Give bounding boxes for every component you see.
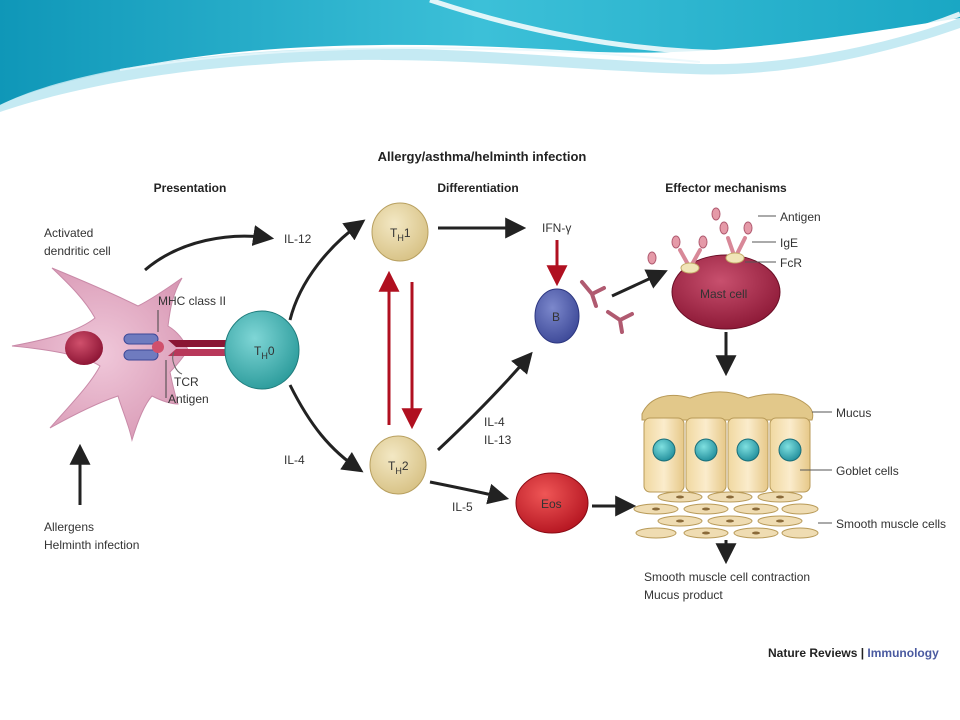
header-effector: Effector mechanisms — [665, 181, 787, 195]
antibody-icons — [580, 280, 634, 334]
eos-label: Eos — [541, 497, 562, 511]
th0-to-th1-arrow — [288, 219, 366, 321]
label-il12: IL-12 — [284, 232, 312, 246]
mucus-layer — [641, 391, 814, 421]
th2-num: 2 — [402, 459, 409, 473]
footer-separator: | — [857, 646, 867, 660]
dendritic-nucleus — [65, 331, 103, 365]
tcr — [168, 340, 230, 375]
dendritic-cell — [11, 267, 189, 442]
svg-text:TH2: TH2 — [388, 459, 409, 476]
header-banner — [0, 0, 960, 112]
footer-credit: Nature Reviews | Immunology — [768, 646, 939, 660]
label-mucus: Mucus — [836, 406, 871, 420]
label-smooth-muscle: Smooth muscle cells — [836, 517, 946, 531]
label-fcr: FcR — [780, 256, 802, 270]
th2-to-eos-arrow — [429, 480, 510, 505]
goblet-nucleus — [652, 438, 676, 462]
header-differentiation: Differentiation — [437, 181, 518, 195]
goblet-nucleus — [778, 438, 802, 462]
label-ifn: IFN-γ — [542, 221, 571, 235]
label-antigen-right: Antigen — [780, 210, 821, 224]
th2-cell: TH2 — [369, 435, 427, 495]
th2-label: T — [388, 459, 396, 473]
th0-to-th2-arrow — [288, 384, 364, 473]
footer-journal: Nature Reviews — [768, 646, 858, 660]
goblet-nucleus — [694, 438, 718, 462]
header-presentation: Presentation — [154, 181, 227, 195]
label-activated: Activated — [44, 226, 93, 240]
label-dendritic-cell: dendritic cell — [44, 244, 111, 258]
footer-section: Immunology — [867, 646, 939, 660]
goblet-nucleus — [736, 438, 760, 462]
mast-cell-label: Mast cell — [700, 287, 747, 301]
epithelium — [633, 391, 819, 539]
label-il13: IL-13 — [484, 433, 512, 447]
th2-to-b-arrow — [436, 351, 533, 452]
mhc-class-ii — [123, 333, 164, 361]
label-goblet: Goblet cells — [836, 464, 899, 478]
th2-sub: H — [395, 466, 402, 476]
label-helminth: Helminth infection — [44, 538, 139, 552]
svg-text:TH1: TH1 — [390, 226, 411, 243]
th1-sub: H — [397, 233, 404, 243]
label-allergens: Allergens — [44, 520, 94, 534]
label-ige: IgE — [780, 236, 798, 250]
th0-num: 0 — [268, 344, 275, 358]
th0-cell: TH0 — [224, 310, 300, 390]
b-cell: B — [534, 288, 580, 344]
label-il5: IL-5 — [452, 500, 473, 514]
label-antigen-left: Antigen — [168, 392, 209, 406]
b-to-mast-arrow — [611, 269, 668, 298]
il12-arrow — [144, 225, 275, 272]
label-il4-right: IL-4 — [484, 415, 505, 429]
label-mhc: MHC class II — [158, 294, 226, 308]
label-outcome-contraction: Smooth muscle cell contraction — [644, 570, 810, 584]
th1-label: T — [390, 226, 398, 240]
mast-cell: Mast cell — [647, 207, 781, 330]
th1-cell: TH1 — [371, 202, 429, 262]
label-tcr: TCR — [174, 375, 199, 389]
svg-text:TH0: TH0 — [254, 344, 275, 361]
diagram-title: Allergy/asthma/helminth infection — [378, 149, 587, 164]
label-il4-left: IL-4 — [284, 453, 305, 467]
b-cell-label: B — [552, 310, 560, 324]
th0-label: T — [254, 344, 262, 358]
label-outcome-mucus: Mucus product — [644, 588, 723, 602]
eos-cell: Eos — [515, 472, 589, 534]
th0-sub: H — [261, 351, 268, 361]
smooth-muscle — [633, 491, 819, 539]
th1-num: 1 — [404, 226, 411, 240]
